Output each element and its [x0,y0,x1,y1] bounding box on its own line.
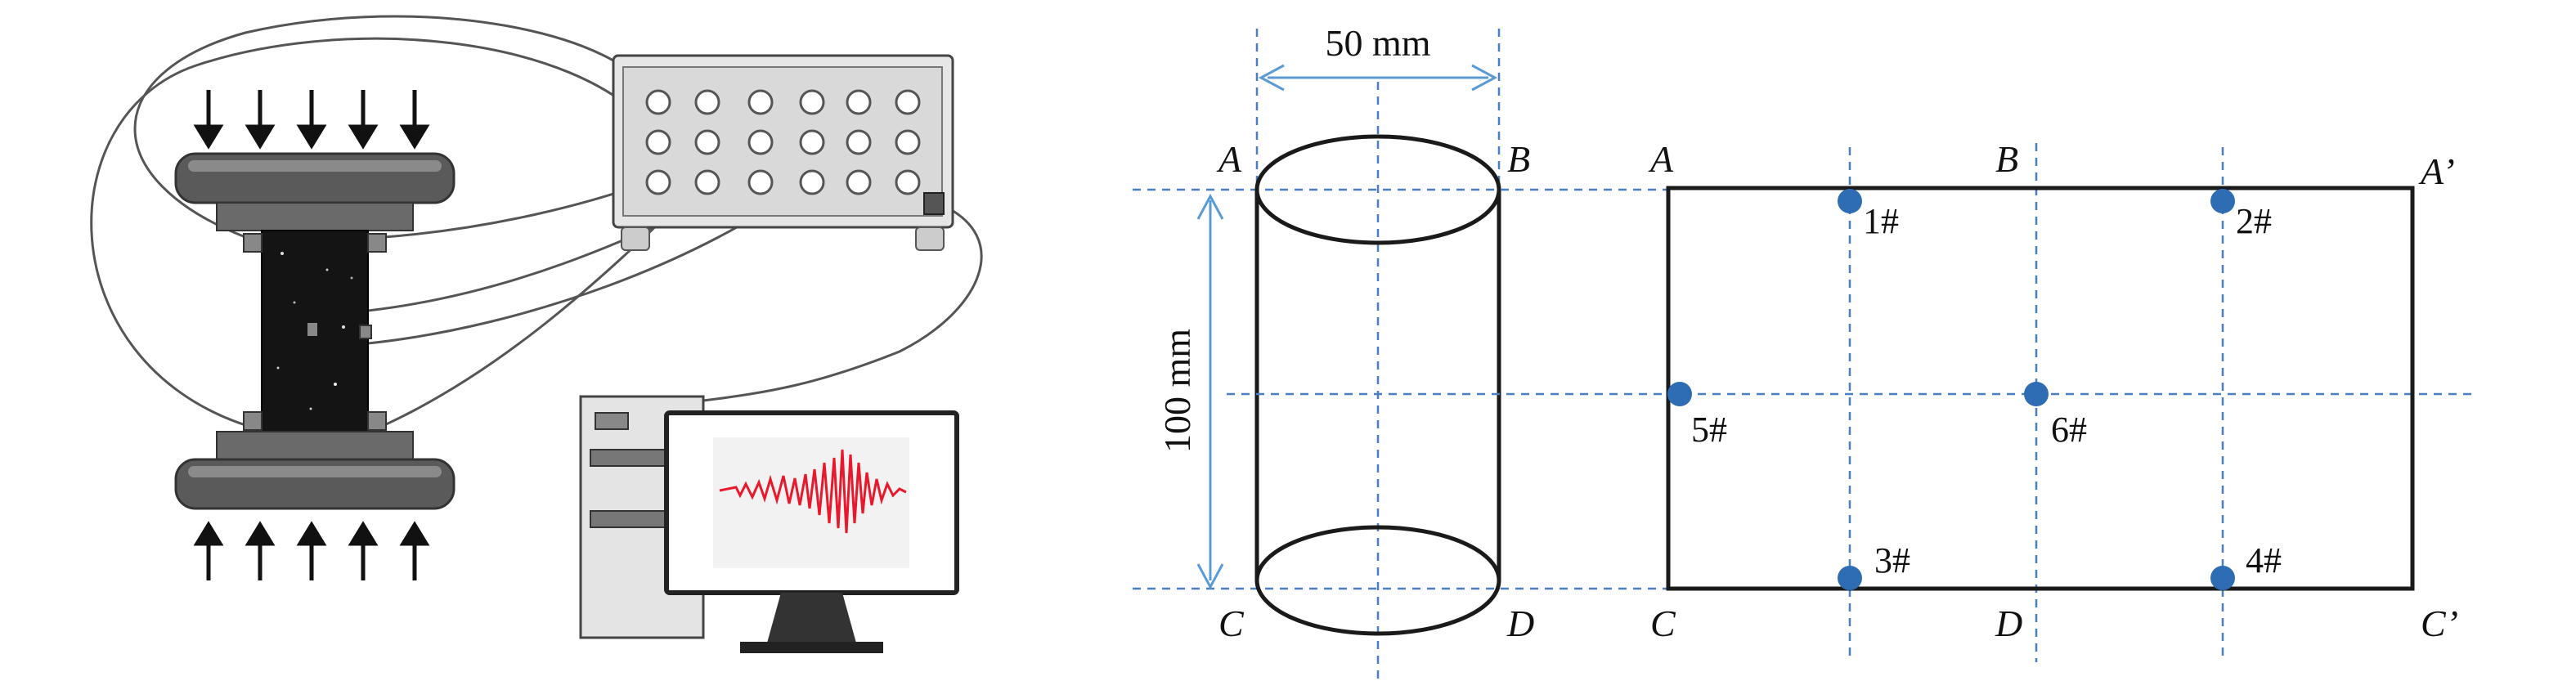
sensor-dot-1 [1838,189,1862,213]
height-dimension-arrow [1196,193,1224,590]
ae-waveform [719,449,907,534]
monitor [664,410,959,653]
sensor-label-4: 4# [2246,540,2282,580]
bottom-loading-platen [174,431,456,510]
unrolled-label-c-prime: C’ [2421,603,2458,644]
sensor-dot-4 [2210,566,2235,590]
sensor-label-6: 6# [2051,410,2087,450]
sensor-label-3: 3# [1874,540,1910,580]
sensor-dot-2 [2210,189,2235,213]
cylinder-label-c: C [1218,603,1245,644]
sensor-label-5: 5# [1691,410,1727,450]
unrolled-surface-diagram: A B A’ C D C’ 1# 2# 3# 4# 5# 6# [1227,138,2478,662]
height-dimension-label: 100 mm [1156,329,1198,453]
cylinder-label-d: D [1506,603,1534,644]
unrolled-label-a-prime: A’ [2418,150,2455,192]
bottom-load-arrows [193,521,430,580]
acquisition-unit [612,54,954,251]
unrolled-label-d: D [1995,603,2022,644]
sensor-cables [90,15,983,427]
channel-ports [645,89,921,195]
width-dimension-label: 50 mm [1325,22,1430,64]
rock-specimen [243,230,387,432]
unrolled-label-b: B [1995,138,2018,180]
sensor-label-2: 2# [2236,201,2272,241]
sensor-dot-3 [1838,566,1862,590]
sensor-dot-6 [2024,382,2049,406]
unrolled-surface-outline [1666,186,2415,591]
cylinder-outline [1254,134,1501,636]
cylinder-label-a: A [1216,138,1242,180]
sensor-dot-5 [1667,382,1692,406]
acoustic-emission-test-setup [90,15,983,653]
unrolled-label-c: C [1650,603,1676,644]
sensor-points [1667,189,2235,590]
sensor-label-1: 1# [1863,201,1899,241]
width-dimension-arrow [1258,64,1498,92]
cylinder-specimen-diagram: 50 mm 100 mm A B C D [1133,22,1534,681]
top-loading-platen [174,152,456,231]
unrolled-label-a: A [1648,138,1674,180]
cylinder-label-b: B [1507,138,1530,180]
top-load-arrows [193,90,430,150]
